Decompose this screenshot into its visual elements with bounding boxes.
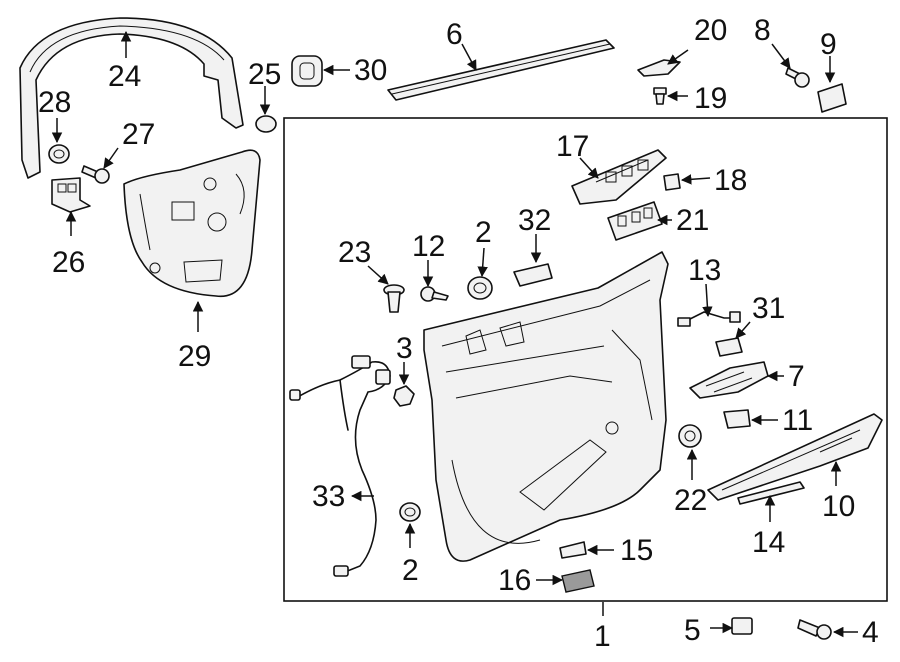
callout-23: 23 bbox=[338, 236, 371, 269]
belt-molding-part bbox=[387, 39, 615, 101]
screw-part bbox=[420, 286, 449, 302]
callout-4: 4 bbox=[862, 616, 879, 649]
callout-5: 5 bbox=[684, 614, 701, 647]
switch-bezel-part bbox=[571, 149, 667, 205]
bracket-part bbox=[51, 177, 91, 213]
callout-2-lower: 2 bbox=[402, 554, 419, 587]
nut-part bbox=[393, 385, 415, 407]
window-switch-part bbox=[607, 201, 663, 241]
retainer-part bbox=[467, 276, 493, 300]
water-shield-part bbox=[123, 149, 261, 298]
push-pin-part bbox=[383, 284, 405, 313]
callout-28: 28 bbox=[38, 86, 71, 119]
bolt-part bbox=[797, 619, 832, 640]
wiring-harness-part bbox=[289, 355, 391, 577]
bolt-part bbox=[785, 67, 810, 88]
clip-part bbox=[731, 617, 753, 635]
callout-20: 20 bbox=[694, 14, 727, 47]
trim-strip-part bbox=[737, 481, 805, 505]
callout-27: 27 bbox=[122, 118, 155, 151]
callout-11: 11 bbox=[782, 404, 813, 437]
plug-part bbox=[255, 115, 277, 133]
callout-19: 19 bbox=[694, 82, 727, 115]
leader-lines bbox=[51, 30, 858, 638]
frame-molding-part bbox=[19, 17, 244, 179]
callout-15: 15 bbox=[620, 534, 653, 567]
clip-part bbox=[513, 263, 553, 287]
callout-2-upper: 2 bbox=[475, 216, 492, 249]
clip-part bbox=[663, 173, 681, 191]
callout-9: 9 bbox=[820, 28, 837, 61]
callout-29: 29 bbox=[178, 340, 211, 373]
callout-14: 14 bbox=[752, 526, 785, 559]
callout-33: 33 bbox=[312, 480, 345, 513]
callout-25: 25 bbox=[248, 58, 281, 91]
seal-ring-part bbox=[291, 55, 323, 87]
callout-3: 3 bbox=[396, 332, 413, 365]
cover-part bbox=[637, 59, 681, 77]
clip-part bbox=[715, 337, 743, 357]
callout-13: 13 bbox=[688, 254, 721, 287]
cap-part bbox=[817, 83, 847, 113]
callout-labels: 24 25 30 28 27 26 29 6 20 19 8 9 17 18 2… bbox=[38, 14, 879, 653]
pull-handle-part bbox=[689, 361, 769, 399]
callout-12: 12 bbox=[412, 230, 445, 263]
callout-1: 1 bbox=[594, 620, 611, 653]
callout-22: 22 bbox=[674, 484, 707, 517]
callout-31: 31 bbox=[752, 292, 785, 325]
callout-30: 30 bbox=[354, 54, 387, 87]
armrest-trim-part bbox=[707, 413, 883, 501]
door-trim-panel-part bbox=[423, 251, 669, 562]
screw-part bbox=[81, 165, 110, 184]
callout-16: 16 bbox=[498, 564, 531, 597]
clip-part bbox=[723, 409, 751, 429]
callout-26: 26 bbox=[52, 246, 85, 279]
callout-21: 21 bbox=[676, 204, 709, 237]
assembly-frame bbox=[283, 117, 888, 602]
callout-10: 10 bbox=[822, 490, 855, 523]
callout-8: 8 bbox=[754, 14, 771, 47]
retainer-part bbox=[678, 424, 702, 448]
wire-harness-part bbox=[677, 311, 741, 327]
bracket-part bbox=[561, 569, 595, 593]
callout-24: 24 bbox=[108, 60, 141, 93]
callout-18: 18 bbox=[714, 164, 747, 197]
retainer-part bbox=[399, 502, 421, 522]
callout-6: 6 bbox=[446, 18, 463, 51]
screw-part bbox=[653, 87, 667, 105]
callout-32: 32 bbox=[518, 204, 551, 237]
callout-7: 7 bbox=[788, 360, 805, 393]
clip-part bbox=[559, 541, 587, 559]
grommet-part bbox=[48, 144, 70, 164]
callout-17: 17 bbox=[556, 130, 589, 163]
